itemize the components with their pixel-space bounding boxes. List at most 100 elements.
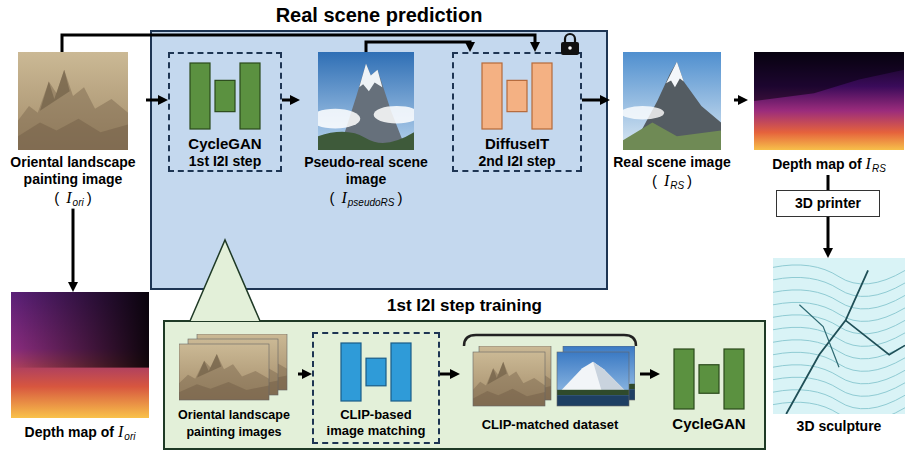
text-row: Depth map ofIori — [5, 422, 155, 443]
zoom-callout-outline — [190, 240, 260, 321]
caption: CLIP-matched dataset — [460, 416, 640, 433]
caption: DiffuseIT2nd I2I step — [454, 135, 580, 170]
connector — [440, 373, 454, 376]
label-text: Depth map of — [772, 156, 861, 172]
label-text: CLIP-matched dataset — [482, 417, 619, 432]
module-box: CycleGAN — [660, 340, 758, 433]
network-blocks — [180, 62, 270, 130]
connector — [366, 42, 470, 52]
text-row: DiffuseIT — [454, 135, 580, 153]
caption: CLIP-based image matching — [314, 407, 438, 438]
module-box: CycleGAN1st I2I step — [168, 52, 282, 172]
dataset-images — [465, 346, 635, 410]
label-text: Pseudo-real scene image — [304, 154, 428, 187]
image-node: Depth map ofIori — [5, 292, 155, 443]
label-text: 2nd I2I step — [478, 153, 555, 169]
label-text: ori — [73, 197, 84, 208]
caption: Pseudo-real scene image(IpseudoRS) — [300, 154, 432, 209]
label-text: I — [66, 189, 71, 206]
section-band: Real scene predictionCycleGAN1st I2I ste… — [150, 30, 608, 290]
connector — [582, 99, 604, 102]
text-row: 3D sculpture — [768, 418, 910, 435]
text-row: CycleGAN — [170, 135, 280, 153]
label-text: 3D printer — [795, 195, 861, 211]
label-text: RS — [872, 163, 886, 174]
label-text: ( — [652, 172, 657, 189]
label-text: 1st I2I step training — [387, 296, 542, 315]
label-text: CycleGAN — [672, 415, 745, 432]
connector — [827, 217, 830, 252]
text-row: Depth map of IRS — [748, 154, 910, 175]
label-text: ori — [124, 431, 135, 442]
label-text: Real scene prediction — [276, 4, 483, 26]
lock-icon — [561, 34, 579, 55]
text-row: ( IRS) — [610, 171, 734, 192]
label-text: pseudoRS — [348, 197, 395, 208]
band-title: Real scene prediction — [152, 3, 606, 27]
dataset-node: CLIP-matched dataset — [460, 332, 640, 433]
label-text: ( — [329, 189, 334, 206]
illustration — [623, 52, 721, 150]
connector — [282, 99, 294, 102]
label-text: ) — [87, 189, 92, 206]
label-text: I — [866, 155, 871, 172]
image-stack-node: Oriental landscape painting images — [170, 334, 298, 440]
text-row: ( Iori) — [0, 188, 146, 209]
image-node: Pseudo-real scene image(IpseudoRS) — [300, 52, 432, 209]
caption: Oriental landscape painting images — [170, 406, 298, 440]
lock-shackle — [565, 34, 575, 43]
image-node: Depth map of IRS — [748, 52, 910, 175]
connector — [62, 35, 535, 52]
connector — [72, 209, 75, 286]
label-text: ( — [54, 189, 59, 206]
label-text: ) — [687, 172, 692, 189]
text-row: 1st I2I step — [170, 153, 280, 170]
illustration — [18, 52, 128, 150]
label-text: DiffuseIT — [485, 135, 549, 152]
caption: Real scene image( IRS) — [610, 154, 734, 192]
connector — [146, 99, 162, 102]
label-text: Oriental landscape painting images — [178, 408, 290, 439]
network-blocks — [664, 348, 754, 410]
text-row: Oriental landscape painting image — [0, 154, 146, 188]
image-node: Oriental landscape painting image( Iori) — [0, 52, 146, 209]
text-row: Oriental landscape painting images — [170, 406, 298, 440]
section-band: 1st I2I step trainingOriental landscape … — [163, 320, 766, 450]
text-row: CLIP-matched dataset — [460, 416, 640, 433]
label-text: I — [118, 423, 123, 440]
module-box: DiffuseIT2nd I2I step — [452, 52, 582, 172]
caption: CycleGAN — [660, 415, 758, 433]
connector — [640, 373, 654, 376]
label-text: CLIP-based image matching — [324, 407, 428, 438]
illustration — [754, 52, 904, 150]
text-row: 3D printer — [777, 195, 879, 212]
caption: 3D sculpture — [768, 418, 910, 435]
band-title: 1st I2I step training — [165, 296, 764, 316]
caption: CycleGAN1st I2I step — [170, 135, 280, 170]
image-node: 3D sculpture — [768, 258, 910, 435]
text-row: (IpseudoRS) — [300, 188, 432, 209]
caption: Oriental landscape painting image( Iori) — [0, 154, 146, 209]
connector — [734, 99, 742, 102]
label-text: 1st I2I step — [189, 153, 261, 169]
text-row: CLIP-based image matching — [314, 407, 438, 438]
module-box: CLIP-based image matching — [312, 332, 440, 444]
illustration — [773, 258, 905, 414]
painting-stack — [179, 334, 289, 402]
label-text: 3D sculpture — [797, 418, 882, 434]
illustration — [11, 292, 149, 418]
label-text: I — [664, 172, 669, 189]
caption: Depth map ofIori — [5, 422, 155, 443]
connector — [827, 175, 830, 190]
network-blocks — [472, 62, 562, 130]
text-row: CycleGAN — [660, 415, 758, 433]
text-row: Real scene image — [610, 154, 734, 171]
bracket — [460, 332, 640, 346]
illustration — [318, 52, 414, 150]
image-node: Real scene image( IRS) — [610, 52, 734, 192]
zoom-callout — [190, 240, 260, 321]
label-text: RS — [670, 180, 684, 191]
